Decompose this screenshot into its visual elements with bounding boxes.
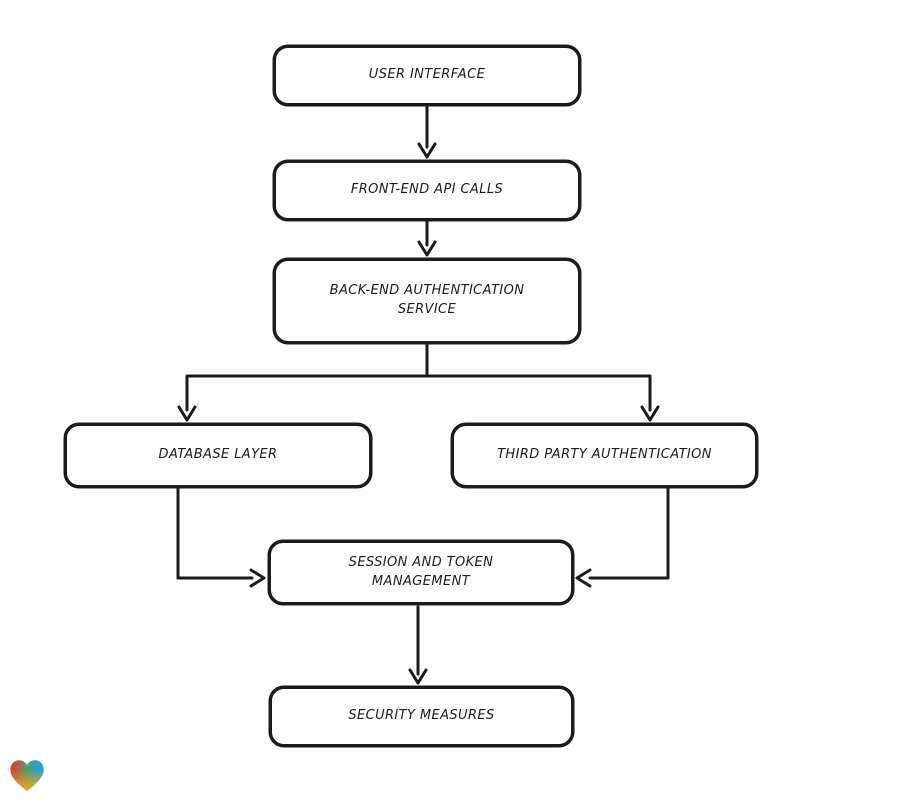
- gradient-heart-logo: [10, 760, 44, 791]
- arrowhead-branch-left: [177, 405, 197, 422]
- arrow-frontend-to-backend: [417, 220, 437, 257]
- arrow-database-to-session: [176, 487, 266, 588]
- node-front-end-api-calls[interactable]: FRONT-END API CALLS: [273, 160, 581, 221]
- node-third-party-authentication-label: THIRD PARTY AUTHENTICATION: [497, 447, 712, 463]
- arrow-ui-to-frontend: [417, 105, 437, 159]
- connector-backend-branch: [185, 343, 652, 412]
- node-back-end-authentication-service[interactable]: BACK-END AUTHENTICATION SERVICE: [273, 258, 581, 344]
- node-database-layer-label: DATABASE LAYER: [158, 447, 278, 463]
- arrowhead-branch-right: [640, 405, 660, 422]
- node-session-and-token-management[interactable]: SESSION AND TOKEN MANAGEMENT: [268, 540, 574, 605]
- node-back-end-authentication-service-label: BACK-END AUTHENTICATION SERVICE: [329, 283, 525, 317]
- node-session-and-token-management-label: SESSION AND TOKEN MANAGEMENT: [348, 554, 494, 589]
- arrow-thirdparty-to-session: [575, 487, 670, 588]
- node-user-interface[interactable]: USER INTERFACE: [273, 45, 581, 106]
- node-security-measures[interactable]: SECURITY MEASURES: [269, 686, 574, 747]
- node-security-measures-label: SECURITY MEASURES: [348, 708, 495, 724]
- node-database-layer[interactable]: DATABASE LAYER: [64, 423, 372, 488]
- node-front-end-api-calls-label: FRONT-END API CALLS: [350, 182, 504, 198]
- arrow-session-to-security: [408, 605, 428, 685]
- node-third-party-authentication[interactable]: THIRD PARTY AUTHENTICATION: [451, 423, 758, 488]
- node-user-interface-label: USER INTERFACE: [368, 67, 486, 83]
